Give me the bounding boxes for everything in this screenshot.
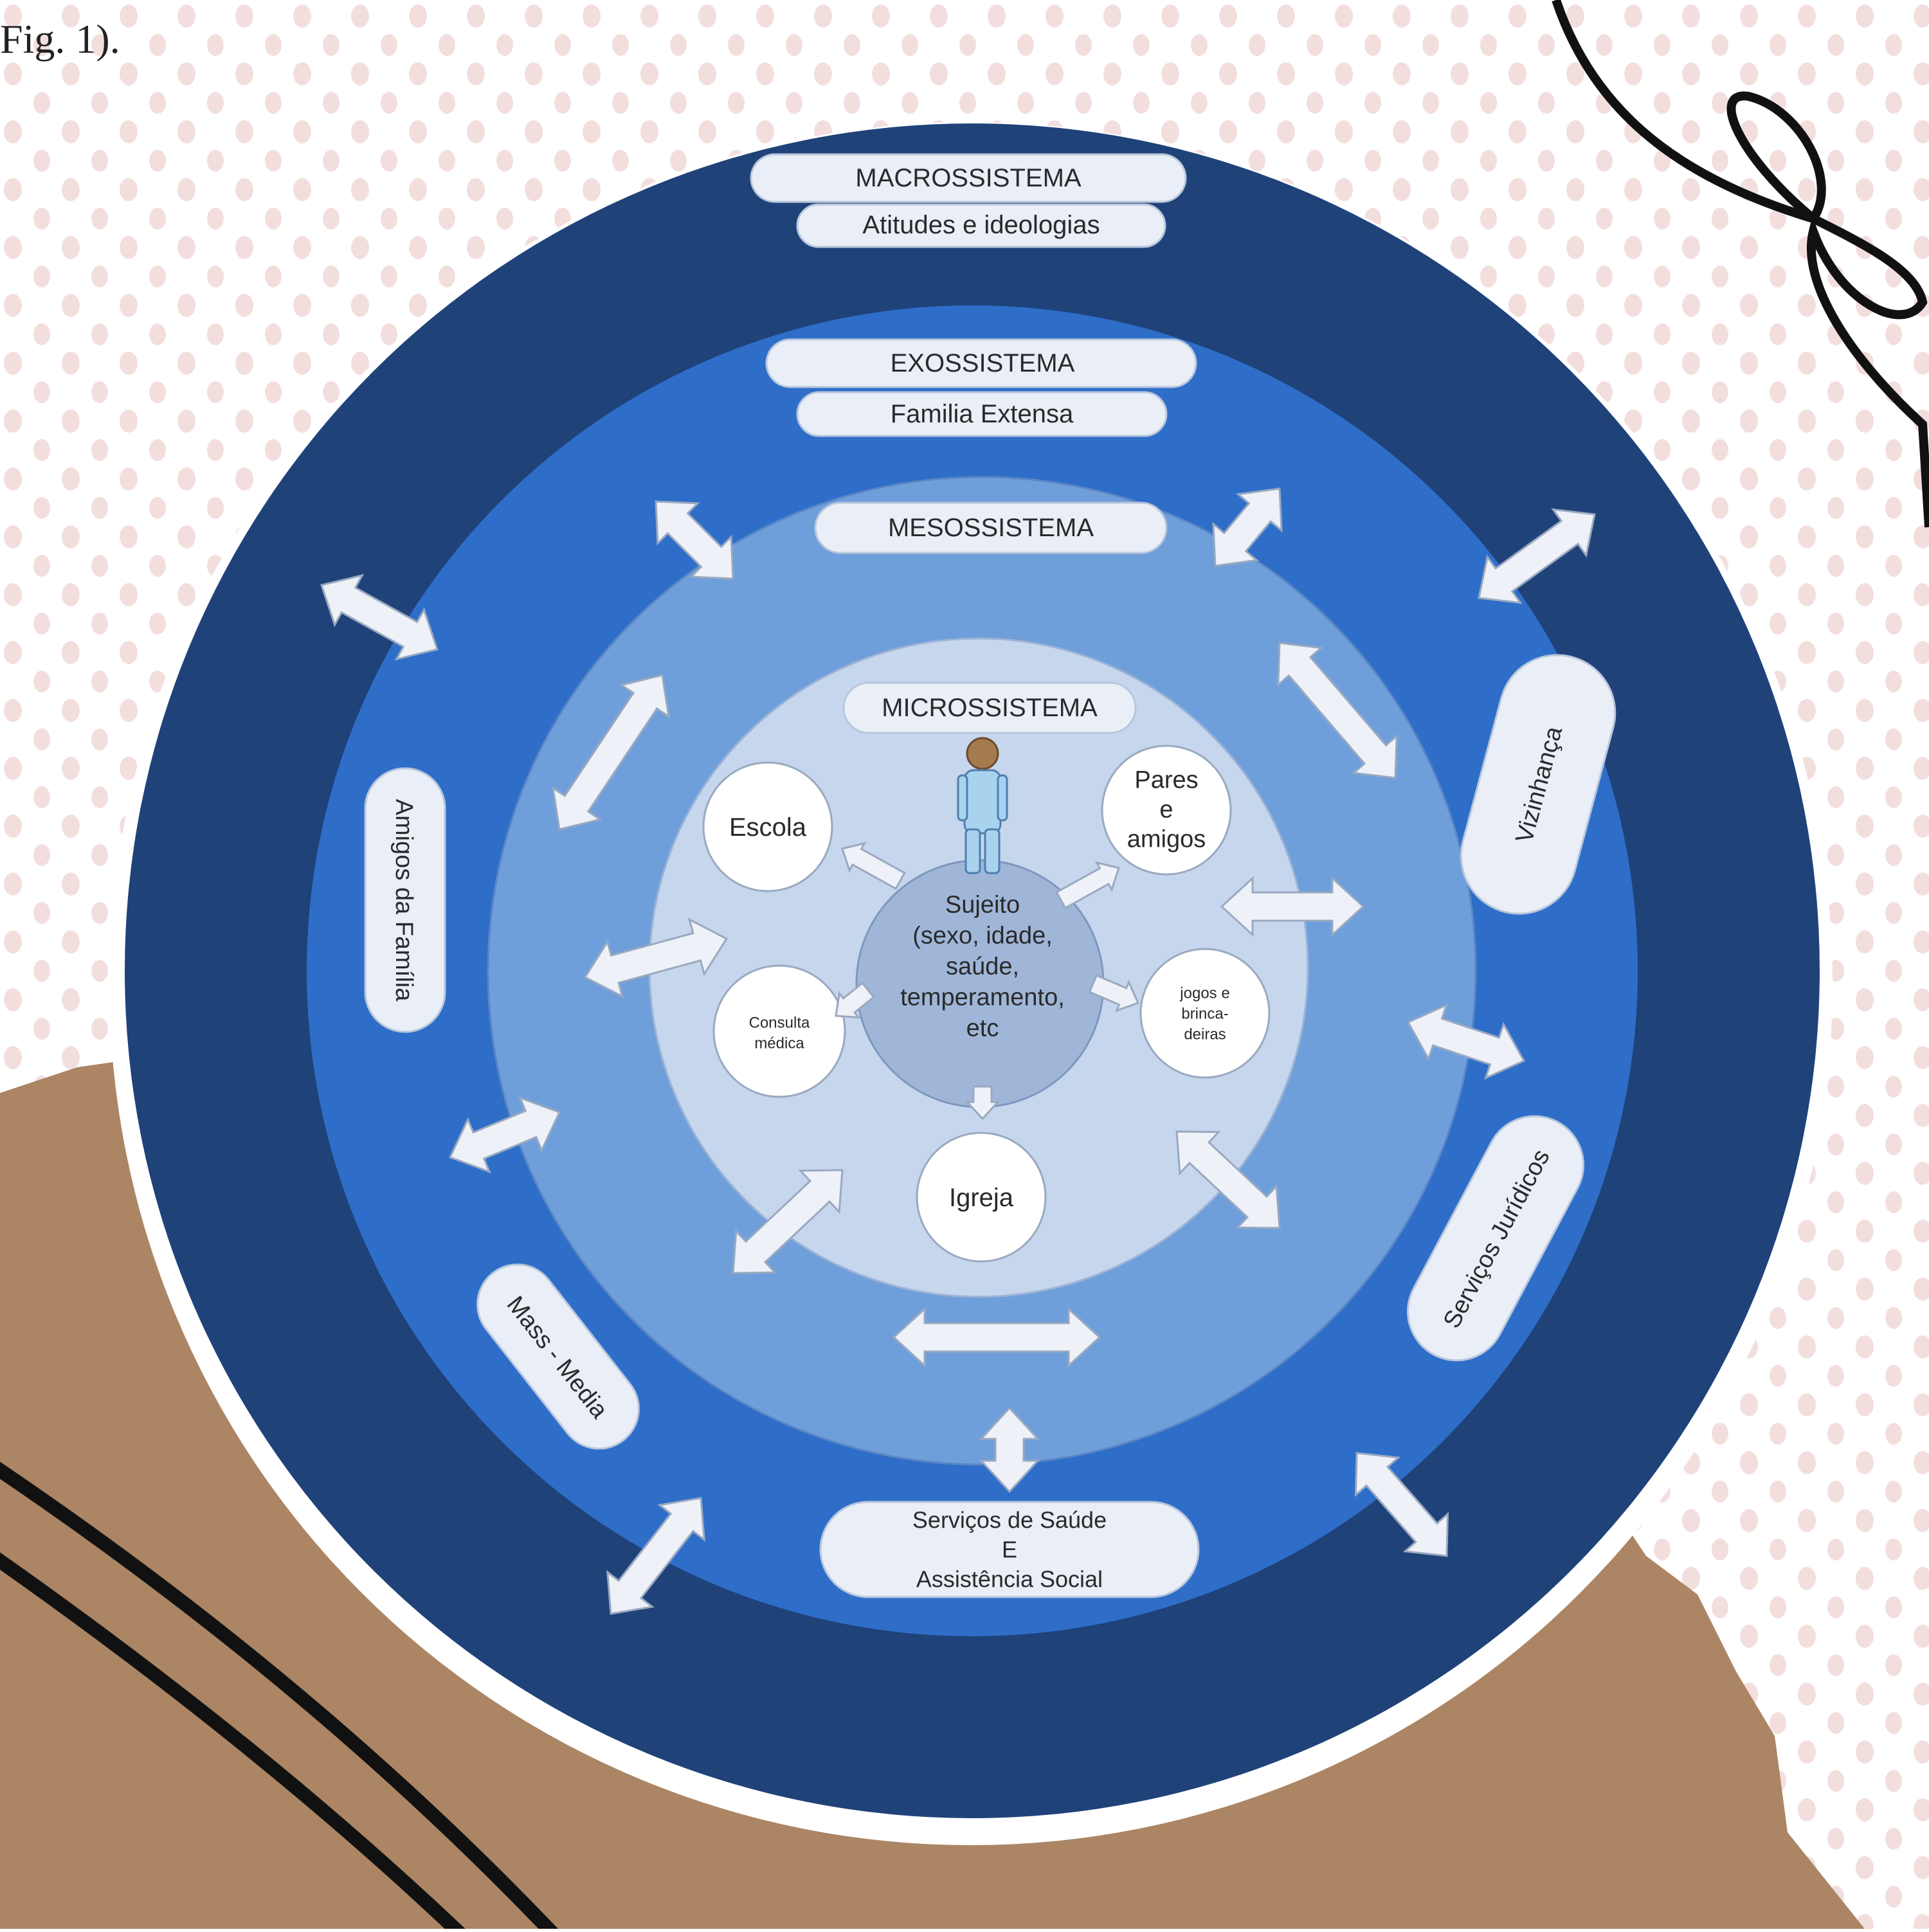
meso-title: MESOSSISTEMA bbox=[888, 514, 1094, 542]
double-arrow bbox=[655, 500, 734, 580]
single-arrow bbox=[835, 981, 875, 1019]
single-arrow bbox=[841, 842, 906, 890]
double-arrow bbox=[732, 1169, 844, 1274]
micro-node-line: Pares bbox=[1134, 766, 1198, 793]
health-pill-line: E bbox=[1002, 1537, 1017, 1563]
double-arrow bbox=[1175, 1130, 1281, 1229]
bow-ribbon bbox=[1552, 0, 1929, 528]
double-arrow bbox=[552, 674, 670, 831]
micro-node-line: amigos bbox=[1127, 826, 1206, 853]
health-pill bbox=[819, 1501, 1200, 1598]
micro-node-line: Escola bbox=[729, 813, 807, 842]
double-arrow bbox=[979, 1406, 1040, 1494]
macro-title: MACROSSISTEMA bbox=[855, 164, 1081, 192]
subject-line: Sujeito bbox=[945, 891, 1020, 918]
subject-line: (sexo, idade, bbox=[912, 922, 1053, 949]
micro-node-line: deiras bbox=[1184, 1025, 1226, 1043]
black-stripe-inner bbox=[0, 1552, 469, 1932]
subject-line: temperamento, bbox=[900, 984, 1065, 1011]
single-arrow bbox=[1055, 861, 1120, 910]
pill-amigos-familia: Amigos da Família bbox=[364, 767, 446, 1033]
double-arrow bbox=[1212, 487, 1283, 567]
pares-node bbox=[1101, 745, 1232, 876]
exo-subtitle: Familia Extensa bbox=[891, 400, 1074, 428]
subject-line: saúde, bbox=[946, 953, 1019, 980]
micro-node-line: médica bbox=[754, 1034, 804, 1052]
health-pill-line: Serviços de Saúde bbox=[912, 1507, 1107, 1533]
micro-node-line: e bbox=[1159, 796, 1173, 823]
black-stripe-outer bbox=[0, 1461, 561, 1932]
micro-node-line: Consulta bbox=[749, 1014, 810, 1031]
pill-amigos-familia-text: Amigos da Família bbox=[390, 799, 417, 1002]
micro-title: MICROSSISTEMA bbox=[882, 694, 1098, 722]
meso-label: MESOSSISTEMA bbox=[814, 501, 1168, 554]
single-arrow bbox=[964, 1085, 1001, 1121]
subject-line: etc bbox=[966, 1015, 999, 1042]
single-arrow bbox=[1088, 974, 1140, 1013]
micro-node-line: Igreja bbox=[949, 1184, 1014, 1212]
macro-label: MACROSSISTEMA Atitudes e ideologias bbox=[750, 153, 1187, 248]
figure-caption: Fig. 1). bbox=[0, 16, 120, 62]
health-pill-line: Assistência Social bbox=[916, 1566, 1103, 1593]
double-arrow bbox=[1406, 1003, 1526, 1080]
double-arrow bbox=[320, 573, 439, 661]
arrow-layer bbox=[320, 487, 1596, 1615]
subject-text: Sujeito (sexo, idade, saúde, temperamento, e… bbox=[900, 891, 1065, 1042]
double-arrow bbox=[583, 917, 729, 998]
double-arrow bbox=[448, 1096, 561, 1173]
double-arrow bbox=[1277, 642, 1398, 779]
double-arrow bbox=[1220, 876, 1365, 937]
exo-title: EXOSSISTEMA bbox=[891, 349, 1075, 377]
double-arrow bbox=[892, 1306, 1101, 1368]
micro-node-line: jogos e bbox=[1179, 984, 1229, 1002]
pill-vizinhanca: Vizinhança bbox=[1460, 654, 1617, 915]
escola-node bbox=[702, 761, 833, 892]
micro-node-line: brinca- bbox=[1181, 1005, 1228, 1022]
double-arrow bbox=[1478, 508, 1596, 604]
double-arrow bbox=[1354, 1452, 1449, 1557]
jogos-node bbox=[1139, 948, 1271, 1079]
exo-label: EXOSSISTEMA Familia Extensa bbox=[765, 338, 1197, 437]
macro-subtitle: Atitudes e ideologias bbox=[862, 211, 1100, 239]
double-arrow bbox=[606, 1497, 706, 1615]
igreja-node bbox=[916, 1132, 1047, 1263]
consulta-node bbox=[712, 964, 846, 1098]
person-figure bbox=[957, 737, 1008, 874]
micro-label: MICROSSISTEMA bbox=[842, 682, 1137, 734]
